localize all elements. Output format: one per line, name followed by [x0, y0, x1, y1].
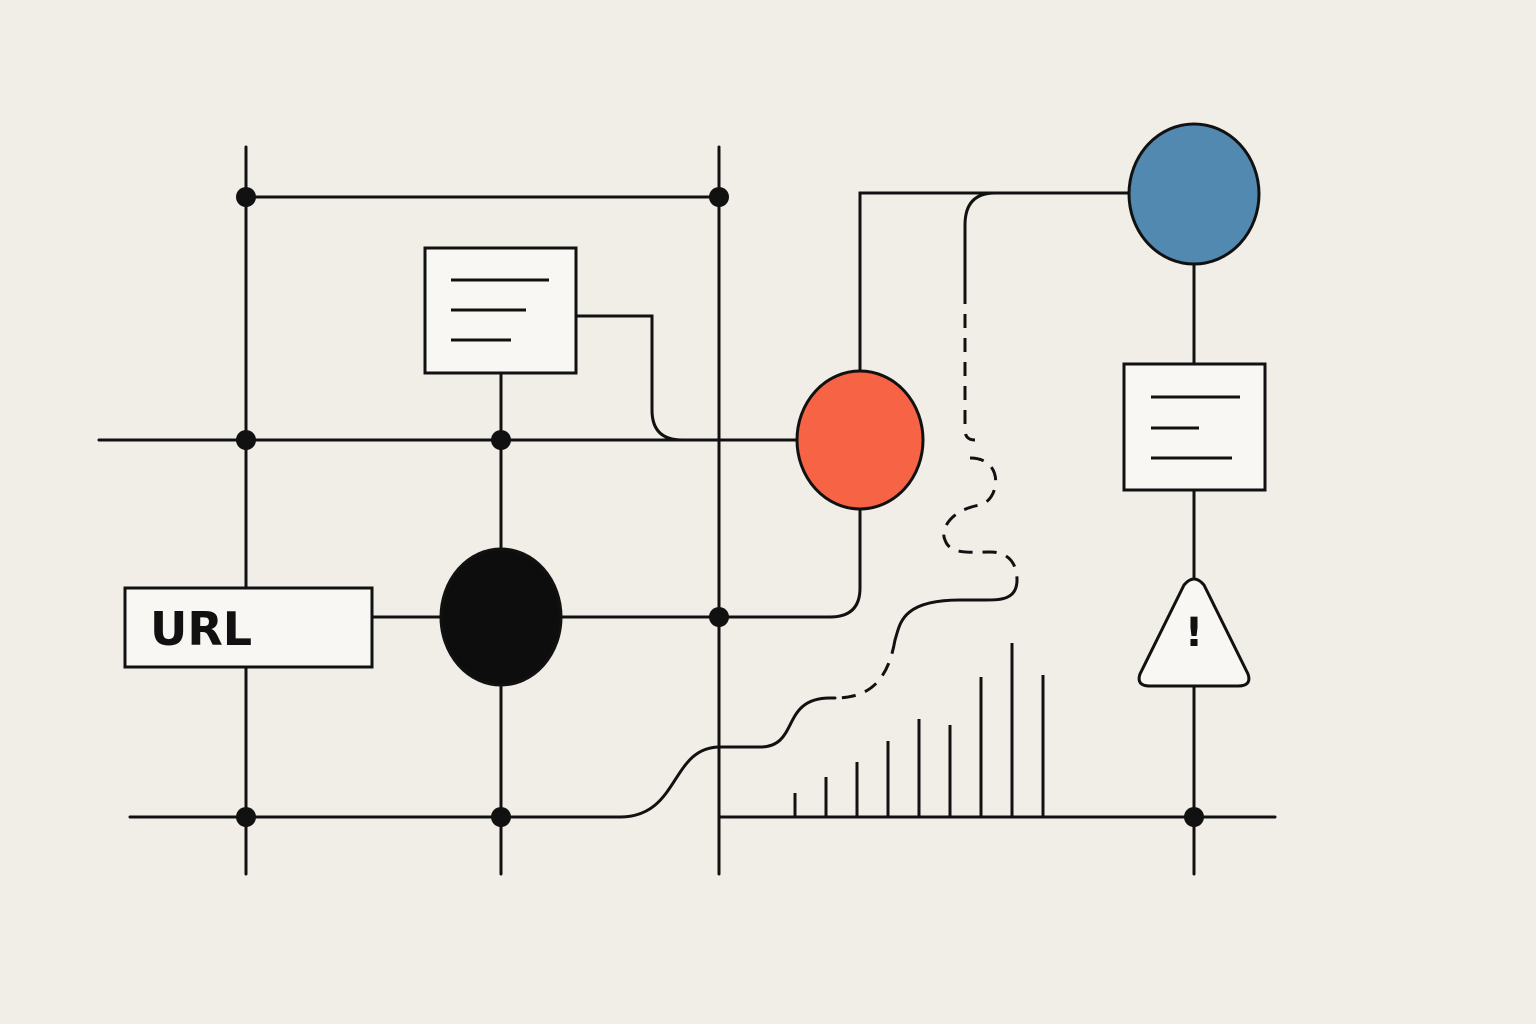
dashed-connector [834, 290, 1019, 700]
document-box-right[interactable] [1122, 362, 1267, 492]
warning-icon[interactable]: ! [1137, 577, 1251, 688]
warning-glyph: ! [1185, 610, 1203, 656]
text-lines-icon [1151, 395, 1240, 460]
bar-spikes [793, 643, 1045, 817]
orange-node[interactable] [795, 369, 925, 511]
document-box-top[interactable] [423, 246, 578, 375]
text-lines-icon [451, 278, 549, 342]
junction-dots [236, 187, 1204, 827]
grid-lines [97, 145, 1277, 876]
black-node[interactable] [439, 547, 563, 687]
url-label: URL [150, 602, 252, 656]
url-box[interactable]: URL [123, 586, 374, 669]
blue-node[interactable] [1127, 122, 1261, 266]
